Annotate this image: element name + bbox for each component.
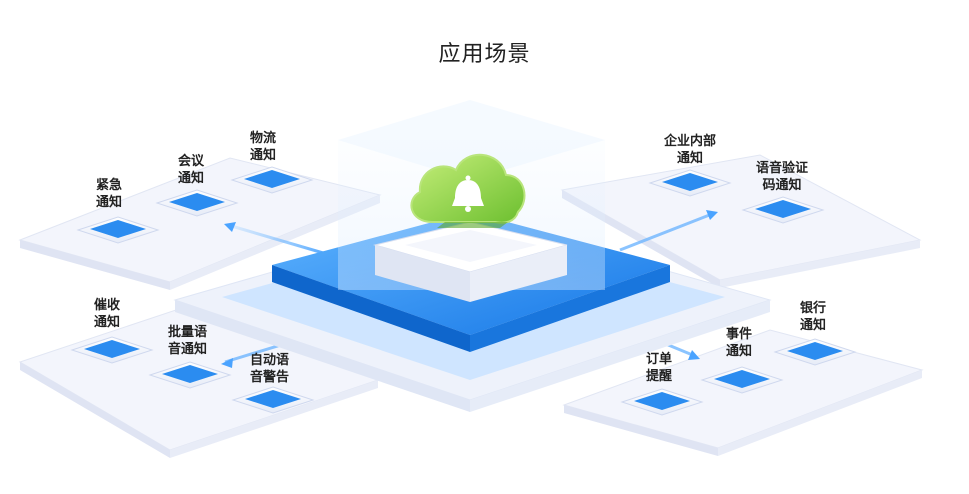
pad-enterprise [648, 169, 732, 197]
label-line: 码通知 [762, 178, 802, 193]
label-meeting-notice: 会议 通知 [178, 153, 204, 187]
platform-top-left [18, 157, 382, 290]
label-line: 音警告 [250, 370, 290, 385]
label-line: 自动语 [250, 353, 290, 368]
label-line: 提醒 [646, 369, 673, 384]
label-line: 通知 [677, 151, 704, 166]
label-line: 催收 [94, 298, 121, 313]
label-order-reminder: 订单 提醒 [646, 351, 672, 385]
pad-bank [773, 338, 857, 366]
label-line: 音通知 [168, 342, 208, 357]
label-bank-notice: 银行 通知 [800, 300, 826, 334]
label-verify-code-notice: 语音验证 码通知 [756, 160, 808, 194]
bell-in-cloud-icon [410, 153, 526, 228]
label-auto-voice-alert: 自动语 音警告 [250, 352, 289, 386]
pad-event [700, 366, 784, 394]
label-line: 通知 [178, 171, 205, 186]
label-line: 紧急 [96, 178, 123, 193]
page-title: 应用场景 [438, 42, 531, 67]
label-event-notice: 事件 通知 [726, 326, 752, 360]
server-block [373, 221, 568, 302]
pad-emergency [76, 216, 160, 244]
label-line: 企业内部 [664, 134, 717, 149]
label-line: 通知 [96, 195, 123, 210]
label-line: 语音验证 [756, 161, 809, 176]
label-line: 事件 [726, 327, 753, 342]
pad-logistics [230, 166, 314, 194]
pad-collection [70, 336, 154, 364]
label-line: 通知 [726, 344, 753, 359]
label-collection-notice: 催收 通知 [94, 297, 120, 331]
pad-order [620, 388, 704, 416]
label-line: 会议 [178, 154, 205, 169]
label-enterprise-notice: 企业内部 通知 [664, 133, 716, 167]
label-line: 批量语 [168, 325, 208, 340]
label-logistics-notice: 物流 通知 [250, 130, 276, 164]
label-emergency-notice: 紧急 通知 [96, 177, 122, 211]
label-line: 订单 [646, 352, 673, 367]
label-line: 通知 [800, 318, 827, 333]
label-batch-voice-notice: 批量语 音通知 [168, 324, 207, 358]
label-line: 通知 [250, 148, 277, 163]
label-line: 银行 [800, 301, 827, 316]
pad-meeting [155, 189, 239, 217]
pad-verify-code [741, 196, 825, 224]
pad-auto-alert [231, 386, 315, 414]
label-line: 物流 [250, 131, 277, 146]
label-line: 通知 [94, 315, 121, 330]
pad-batch-voice [148, 361, 232, 389]
